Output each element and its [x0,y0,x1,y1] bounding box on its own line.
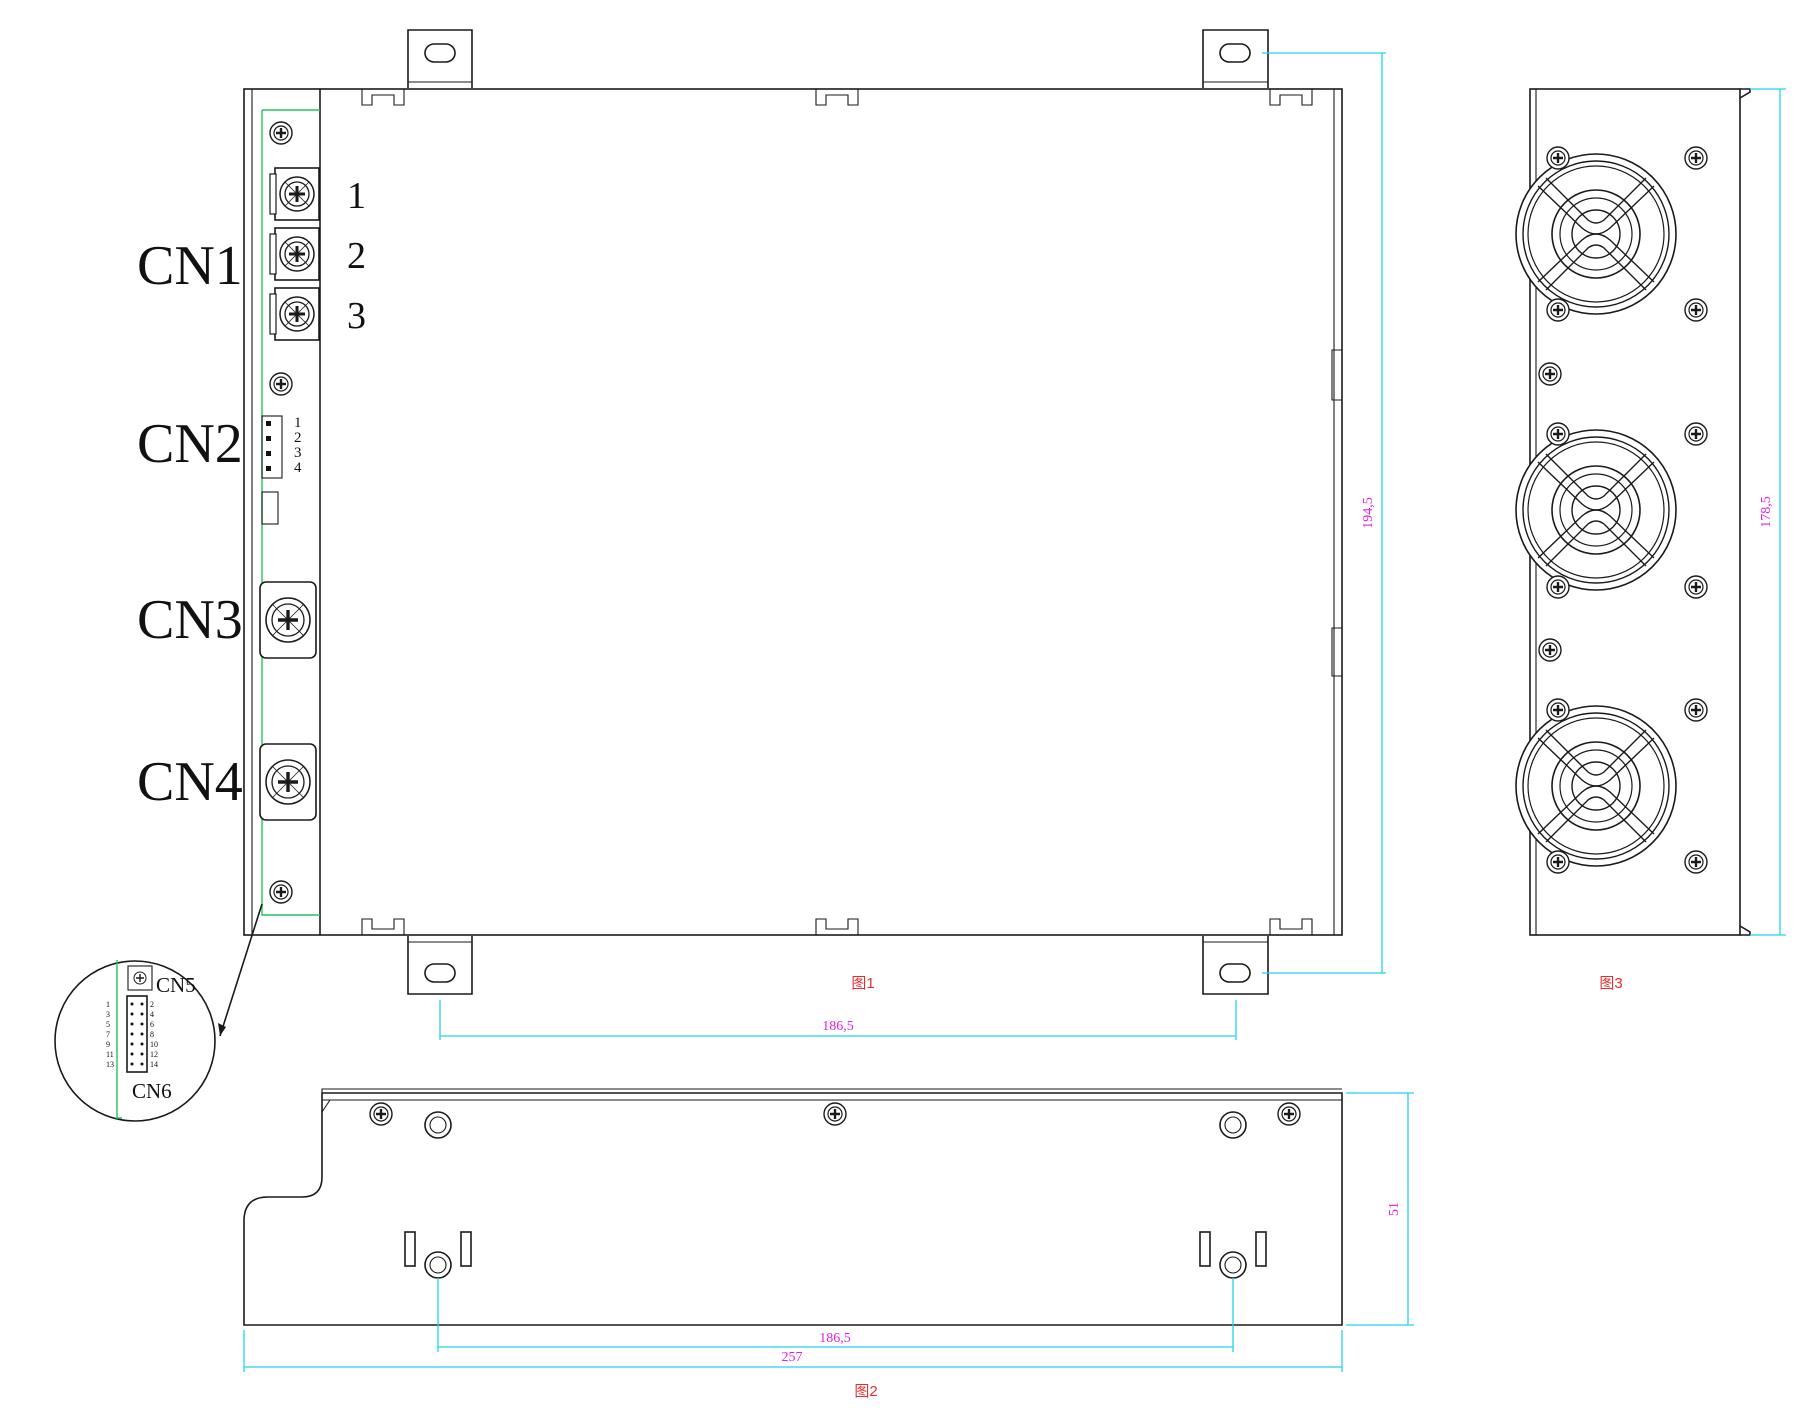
cn4-terminal-icon [258,742,318,822]
cn6-pin-8: 8 [150,1030,154,1039]
pcb-edge [261,109,320,916]
fig2-height-dimension: 51 [1346,1092,1414,1326]
fig2-length-dimension: 257 [243,1330,1343,1372]
detail-magnifier: CN5 1 3 5 7 9 11 13 2 4 6 8 10 12 14 CN6 [54,903,263,1122]
screw-icon [368,1101,394,1127]
terminal-screw-icon [268,226,321,282]
fig1-width-dimension: 186,5 [439,1000,1237,1040]
screw-icon [268,120,294,146]
fig3-height-label: 178,5 [1759,496,1774,528]
fig2-mount-spacing-dimension: 186,5 [437,1278,1234,1352]
cn1-pin-1: 1 [347,175,366,217]
cn6-pin-14: 14 [150,1060,158,1069]
cn1-pin-2: 2 [347,235,366,277]
cn2-pin-1: 1 [294,415,302,431]
chassis-tabs [361,89,1342,935]
figure-2-caption: 图2 [854,1383,877,1400]
fan-icon [1515,153,1677,315]
fan-icon [1515,429,1677,591]
fig1-mount-spacing-label: 186,5 [822,1019,854,1034]
cn3-label: CN3 [137,589,243,651]
cn5-label: CN5 [156,973,196,997]
cn6-label: CN6 [132,1079,172,1103]
cn2-header [261,415,283,525]
fig1-height-label: 194,5 [1361,497,1376,529]
cn6-pins [130,1002,144,1066]
screw-icon [1276,1101,1302,1127]
mount-ear-top-left [407,29,473,88]
fig2-height-label: 51 [1387,1202,1402,1216]
cn6-pin-5: 5 [106,1020,110,1029]
figure-3-caption: 图3 [1599,975,1622,992]
fan-icon [1515,705,1677,867]
screw-icon [268,879,294,905]
figure-2-side-view: 186,5 257 51 图2 [243,1088,1414,1400]
cn6-pin-12: 12 [150,1050,158,1059]
mount-ear-top-right [1202,29,1269,88]
cn3-terminal-icon [258,580,318,660]
screw-icon [822,1101,848,1127]
mount-ear-bottom-right [1202,936,1269,995]
terminal-screw-icon [268,166,321,222]
cn2-pin-4: 4 [294,460,302,476]
cn6-pin-10: 10 [150,1040,158,1049]
terminal-screw-icon [268,286,321,342]
cn2-pin-2: 2 [294,430,302,446]
figure-3-end-view: 178,5 图3 [1515,88,1786,992]
cn6-pin-1: 1 [106,1000,110,1009]
fig3-height-dimension: 178,5 [1750,88,1786,936]
cn6-pin-4: 4 [150,1010,154,1019]
figure-1-caption: 图1 [851,975,874,992]
cn1-pin-3: 3 [347,295,366,337]
cn6-pin-11: 11 [106,1050,114,1059]
chassis-body [243,88,1343,936]
figure-1-top-view: CN1 1 2 3 CN2 1 2 3 4 CN3 CN4 186,5 [137,29,1386,1040]
cn6-pin-3: 3 [106,1010,110,1019]
fig1-height-dimension: 194,5 [1262,52,1386,974]
cn1-terminal-block [268,166,321,342]
cn6-pin-6: 6 [150,1020,154,1029]
mount-ear-bottom-left [407,936,473,995]
cn6-pin-9: 9 [106,1040,110,1049]
cn6-pin-13: 13 [106,1060,114,1069]
standoffs [404,1111,1267,1279]
cn1-label: CN1 [137,235,243,297]
screw-icon [268,371,294,397]
cn6-pin-7: 7 [106,1030,110,1039]
cn2-pin-3: 3 [294,445,302,461]
fig2-mount-spacing-label: 186,5 [819,1331,851,1346]
cn4-label: CN4 [137,751,243,813]
cn2-label: CN2 [137,413,243,475]
cn6-pin-2: 2 [150,1000,154,1009]
fig2-length-label: 257 [782,1350,803,1365]
